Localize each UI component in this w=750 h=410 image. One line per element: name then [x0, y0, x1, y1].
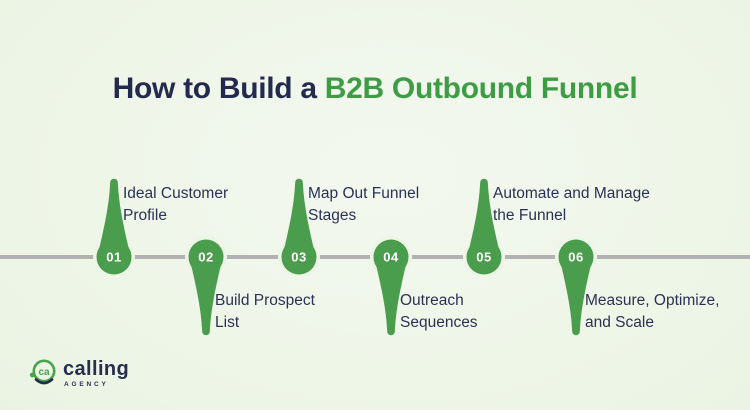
timeline-line	[0, 255, 750, 259]
teardrop-marker-up-icon: 03	[278, 178, 320, 276]
timeline-step-03: 03 Map Out Funnel Stages	[277, 0, 419, 410]
page-title: How to Build a B2B Outbound Funnel	[0, 71, 750, 106]
logo-subtitle: AGENCY	[64, 381, 109, 388]
timeline-step-01: 01 Ideal Customer Profile	[92, 0, 228, 410]
step-label: Outreach Sequences	[400, 292, 478, 331]
title-prefix: How to Build a	[112, 72, 325, 105]
brand-logo: ca calling AGENCY	[28, 356, 129, 390]
step-label: Ideal Customer Profile	[123, 185, 229, 224]
teardrop-marker-down-icon: 04	[370, 236, 412, 336]
timeline-step-02: 02 Build Prospect List	[184, 0, 315, 410]
teardrop-marker-up-icon: 01	[93, 178, 135, 276]
logo-name: calling	[63, 358, 130, 380]
step-label: Measure, Optimize, and Scale	[585, 292, 720, 331]
step-label: Map Out Funnel Stages	[308, 185, 420, 224]
logo-icon-text: ca	[38, 367, 50, 378]
title-highlight: B2B Outbound Funnel	[324, 72, 638, 105]
step-label: Build Prospect List	[215, 292, 315, 331]
timeline-step-05: 05 Automate and Manage the Funnel	[462, 0, 650, 410]
teardrop-marker-down-icon: 02	[185, 236, 227, 336]
step-label: Automate and Manage the Funnel	[493, 185, 650, 224]
logo-text: calling AGENCY	[63, 356, 129, 388]
teardrop-marker-up-icon: 05	[463, 178, 505, 276]
timeline-step-04: 04 Outreach Sequences	[369, 0, 478, 410]
calling-agency-logo-icon: ca	[29, 359, 56, 385]
teardrop-marker-down-icon: 06	[555, 236, 597, 336]
timeline-step-06: 06 Measure, Optimize, and Scale	[554, 0, 719, 410]
